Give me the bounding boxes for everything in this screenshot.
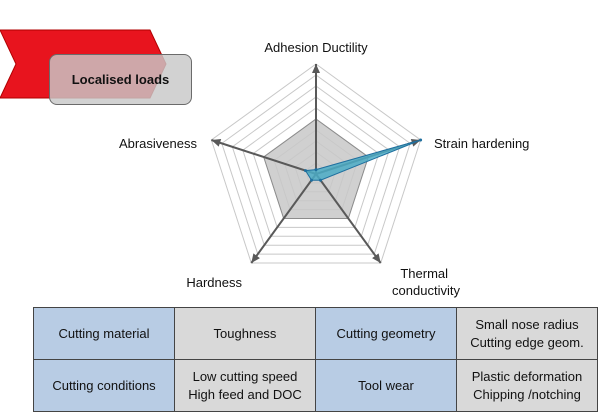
info-table: Cutting material Toughness Cutting geometr…	[33, 307, 598, 412]
cell-text: Cutting geometry	[336, 325, 436, 341]
cell-text: Plastic deformation	[471, 368, 583, 384]
series-point	[310, 178, 313, 182]
axis-line	[315, 173, 382, 264]
table-cell: Cutting material	[33, 307, 175, 360]
table-cell: Cutting geometry	[315, 307, 457, 360]
table-cell: Cutting conditions	[33, 359, 175, 412]
cell-text: Cutting conditions	[52, 377, 156, 393]
series-point	[304, 169, 307, 173]
radar-series	[304, 138, 423, 182]
axis-arrowhead	[211, 139, 222, 147]
series-point	[314, 168, 318, 172]
axis-arrowhead	[372, 253, 381, 263]
grid-ring	[242, 96, 390, 237]
grid-ring	[210, 63, 422, 264]
axis-label-hardness: Hardness	[186, 275, 242, 290]
cell-text: Tool wear	[358, 377, 414, 393]
axis-label-strain-hardening: Strain hardening	[434, 136, 529, 151]
table-row: Cutting material Toughness Cutting geometr…	[33, 307, 598, 360]
cell-text: Toughness	[213, 325, 277, 341]
grid-ring	[252, 107, 380, 228]
table-cell: Toughness	[174, 307, 316, 360]
cell-text: High feed and DOC	[188, 386, 302, 402]
series-point	[419, 138, 423, 142]
axis-arrowhead	[312, 64, 320, 73]
axis-line	[250, 173, 317, 264]
axis-line	[211, 139, 317, 175]
cell-text: Cutting edge geom.	[470, 334, 584, 350]
series-point	[319, 178, 322, 182]
axis-label-thermal-conductivity: Thermal conductivity	[392, 266, 460, 298]
axis-labels: Adhesion Ductility Strain hardening Ther…	[119, 40, 529, 298]
axis-label-abrasiveness: Abrasiveness	[119, 136, 198, 151]
grid-ring	[221, 74, 411, 255]
radar-axes	[211, 64, 421, 264]
axis-arrowhead	[251, 253, 260, 263]
table-cell: Tool wear	[315, 359, 457, 412]
cell-text: Low cutting speed	[192, 368, 298, 384]
cell-text: Chipping /notching	[473, 386, 581, 402]
series-area	[304, 139, 421, 181]
grid-ring	[231, 85, 401, 246]
axis-label-adhesion-ductility: Adhesion Ductility	[264, 40, 368, 55]
localised-loads-label: Localised loads	[49, 54, 192, 105]
cell-text: Small nose radius	[475, 316, 579, 332]
cell-text: Cutting material	[58, 325, 150, 341]
